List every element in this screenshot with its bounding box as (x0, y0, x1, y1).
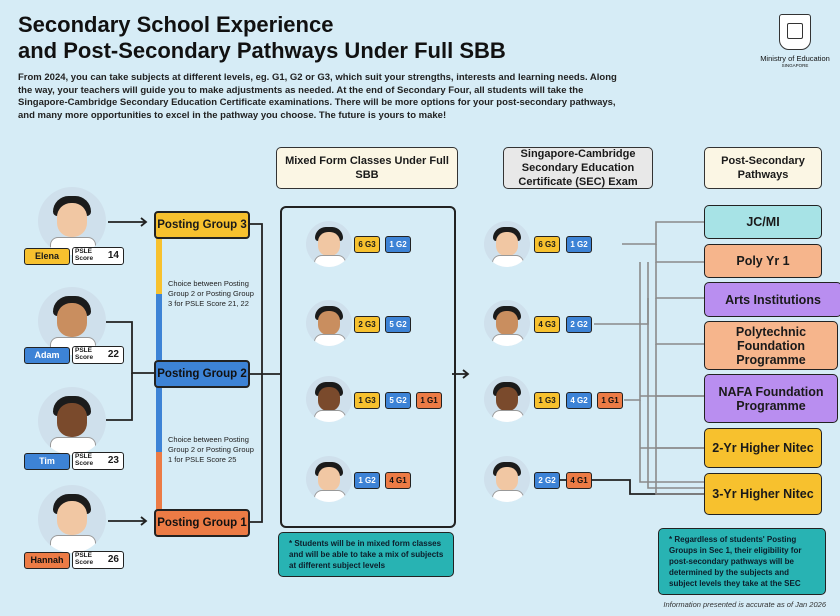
sec-chip: 4 G2 (566, 392, 592, 409)
student-score-elena: PSLE Score 14 (72, 247, 124, 265)
title-line-1: Secondary School Experience (18, 12, 334, 37)
sec-chip: 2 G2 (566, 316, 592, 333)
logo-line-1: Ministry of Education (760, 54, 830, 63)
mixed-chip: 2 G3 (354, 316, 380, 333)
sec-note-text: Regardless of students' Posting Groups i… (669, 535, 802, 588)
sec-chip: 6 G3 (534, 236, 560, 253)
student-score-tim: PSLE Score 23 (72, 452, 124, 470)
mixed-avatar-elena (306, 221, 352, 267)
sec-avatar-adam (484, 300, 530, 346)
mixed-chip: 6 G3 (354, 236, 380, 253)
sec-chip: 2 G2 (534, 472, 560, 489)
avatar-elena (38, 187, 106, 255)
asterisk-icon: * (669, 535, 675, 544)
mixed-note-text: Students will be in mixed form classes a… (289, 539, 444, 570)
pathway-pfp: Polytechnic Foundation Programme (704, 321, 838, 370)
logo-line-2: SINGAPORE (781, 63, 809, 68)
choice-note-pg3: Choice between Posting Group 2 or Postin… (168, 279, 254, 308)
pathway-3yr-higher-nitec: 3-Yr Higher Nitec (704, 473, 822, 515)
student-name-elena: Elena (24, 248, 70, 265)
sec-chip: 1 G3 (534, 392, 560, 409)
moe-logo: Ministry of Education SINGAPORE (750, 14, 840, 68)
score-value: 23 (107, 455, 119, 466)
pathway-arts-institutions: Arts Institutions (704, 282, 840, 317)
posting-group-2: Posting Group 2 (154, 360, 250, 388)
page-title: Secondary School Experience and Post-Sec… (18, 12, 578, 64)
pathway-2yr-higher-nitec: 2-Yr Higher Nitec (704, 428, 822, 468)
mixed-chip: 4 G1 (385, 472, 411, 489)
title-line-2: and Post-Secondary Pathways Under Full S… (18, 38, 506, 63)
score-value: 14 (107, 250, 119, 261)
sec-chip: 4 G3 (534, 316, 560, 333)
pathway-poly-yr1: Poly Yr 1 (704, 244, 822, 278)
mixed-chip: 1 G2 (354, 472, 380, 489)
score-value: 22 (107, 349, 119, 360)
score-label: PSLE Score (75, 453, 94, 467)
mixed-chip: 1 G3 (354, 392, 380, 409)
sec-note: * Regardless of students' Posting Groups… (658, 528, 826, 595)
footer-note: Information presented is accurate as of … (663, 600, 826, 609)
student-name-tim: Tim (24, 453, 70, 470)
student-score-adam: PSLE Score 22 (72, 346, 124, 364)
sec-chip: 1 G1 (597, 392, 623, 409)
student-score-hannah: PSLE Score 26 (72, 551, 124, 569)
mixed-chip: 5 G2 (385, 316, 411, 333)
choice-note-pg1: Choice between Posting Group 2 or Postin… (168, 435, 254, 464)
score-value: 26 (107, 554, 119, 565)
avatar-tim (38, 387, 106, 455)
intro-text: From 2024, you can take subjects at diff… (18, 72, 617, 121)
mixed-note: * Students will be in mixed form classes… (278, 532, 454, 577)
score-label: PSLE Score (75, 347, 94, 361)
sec-avatar-tim (484, 376, 530, 422)
sec-chip: 4 G1 (566, 472, 592, 489)
mixed-form-box (280, 206, 456, 528)
mixed-avatar-hannah (306, 456, 352, 502)
score-label: PSLE Score (75, 248, 94, 262)
sec-avatar-hannah (484, 456, 530, 502)
posting-group-1: Posting Group 1 (154, 509, 250, 537)
mixed-avatar-tim (306, 376, 352, 422)
avatar-adam (38, 287, 106, 355)
student-name-adam: Adam (24, 347, 70, 364)
mixed-chip: 5 G2 (385, 392, 411, 409)
student-name-hannah: Hannah (24, 552, 70, 569)
header-mixed: Mixed Form Classes Under Full SBB (276, 147, 458, 189)
asterisk-icon: * (289, 539, 295, 548)
mixed-avatar-adam (306, 300, 352, 346)
sec-avatar-elena (484, 221, 530, 267)
header-post: Post-Secondary Pathways (704, 147, 822, 189)
mixed-chip: 1 G1 (416, 392, 442, 409)
pathway-jc-mi: JC/MI (704, 205, 822, 239)
sec-chip: 1 G2 (566, 236, 592, 253)
avatar-hannah (38, 485, 106, 553)
header-sec: Singapore-Cambridge Secondary Education … (503, 147, 653, 189)
score-label: PSLE Score (75, 552, 94, 566)
mixed-chip: 1 G2 (385, 236, 411, 253)
pathway-nafa-foundation: NAFA Foundation Programme (704, 374, 838, 423)
posting-group-3: Posting Group 3 (154, 211, 250, 239)
crest-icon (779, 14, 811, 50)
